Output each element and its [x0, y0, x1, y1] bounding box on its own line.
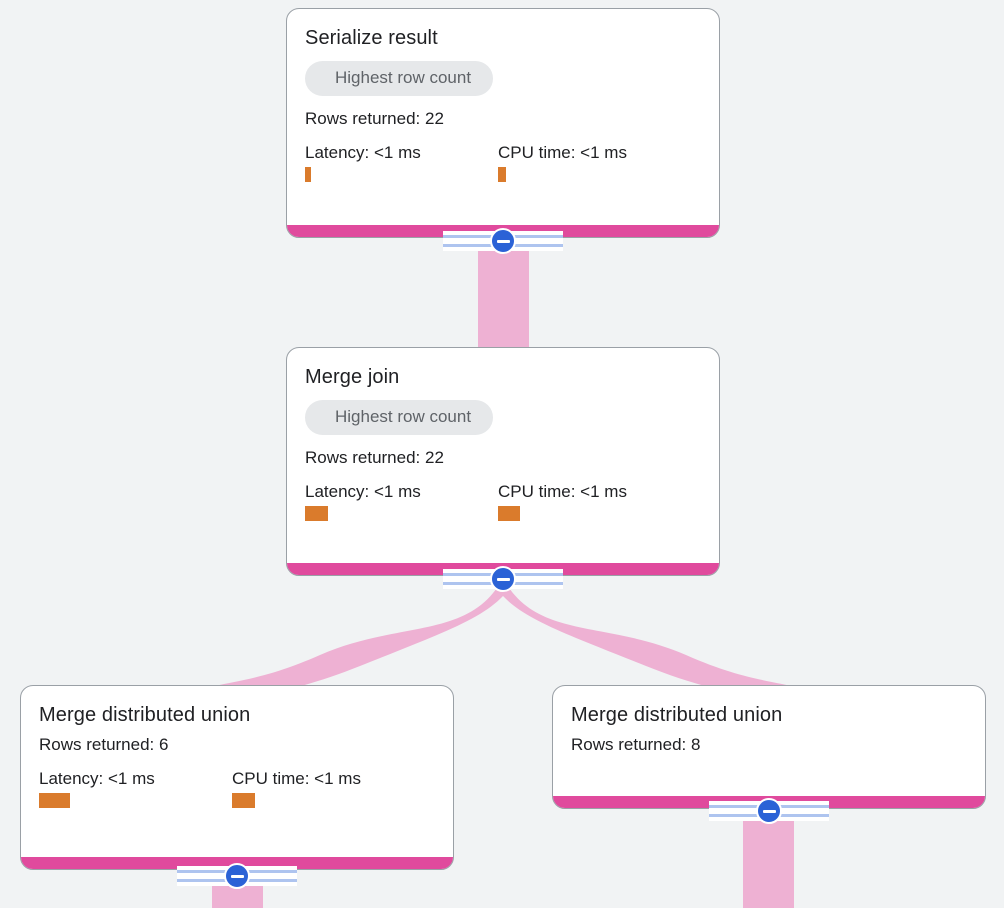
minus-icon[interactable]: [756, 798, 782, 824]
node-metrics-row: Latency: <1 ms CPU time: <1 ms: [305, 481, 701, 521]
node-metrics-row: Latency: <1 ms CPU time: <1 ms: [305, 142, 701, 182]
metric-cpu-time-bar: [498, 167, 506, 182]
node-rows-returned: Rows returned: 22: [305, 448, 444, 467]
metric-latency: Latency: <1 ms: [305, 481, 498, 521]
node-body-merge-distributed-union-left: Merge distributed union Rows returned: 6…: [21, 686, 453, 857]
node-body-serialize-result: Serialize result Highest row count Rows …: [287, 9, 719, 225]
edge-mergejoin-to-right-union: [503, 578, 791, 700]
edge-right-union-downward: [743, 812, 794, 908]
metric-cpu-time-label: CPU time: <1 ms: [232, 769, 361, 788]
metric-cpu-time: CPU time: <1 ms: [498, 481, 627, 521]
metric-latency-label: Latency: <1 ms: [305, 482, 421, 501]
node-card-merge-distributed-union-right[interactable]: Merge distributed union Rows returned: 8: [552, 685, 986, 809]
node-title: Merge join: [305, 366, 400, 388]
metric-latency: Latency: <1 ms: [39, 768, 232, 808]
metric-latency-label: Latency: <1 ms: [305, 143, 421, 162]
node-rows-returned: Rows returned: 8: [571, 735, 701, 754]
metric-latency-label: Latency: <1 ms: [39, 769, 155, 788]
metric-cpu-time: CPU time: <1 ms: [232, 768, 361, 808]
node-rows-returned: Rows returned: 22: [305, 109, 444, 128]
node-badge-highest-row-count: Highest row count: [305, 400, 494, 435]
metric-latency-bar: [39, 793, 70, 808]
metric-latency-bar: [305, 506, 328, 521]
edge-serialize-to-mergejoin: [478, 240, 529, 350]
metric-cpu-time-bar: [232, 793, 255, 808]
node-card-merge-distributed-union-left[interactable]: Merge distributed union Rows returned: 6…: [20, 685, 454, 870]
metric-cpu-time-bar: [498, 506, 520, 521]
node-card-merge-join[interactable]: Merge join Highest row count Rows return…: [286, 347, 720, 576]
collapse-toggle-merge-distributed-union-left[interactable]: [177, 863, 297, 889]
minus-icon[interactable]: [490, 228, 516, 254]
edge-mergejoin-to-left-union: [215, 578, 503, 700]
node-rows-returned: Rows returned: 6: [39, 735, 169, 754]
node-badge-highest-row-count: Highest row count: [305, 61, 494, 96]
metric-latency-bar: [305, 167, 311, 182]
node-title: Serialize result: [305, 27, 438, 49]
collapse-toggle-merge-distributed-union-right[interactable]: [709, 798, 829, 824]
node-metrics-row: Latency: <1 ms CPU time: <1 ms: [39, 768, 435, 808]
metric-cpu-time-label: CPU time: <1 ms: [498, 482, 627, 501]
node-title: Merge distributed union: [571, 704, 783, 726]
node-card-serialize-result[interactable]: Serialize result Highest row count Rows …: [286, 8, 720, 238]
metric-cpu-time: CPU time: <1 ms: [498, 142, 627, 182]
collapse-toggle-merge-join[interactable]: [443, 566, 563, 592]
node-title: Merge distributed union: [39, 704, 251, 726]
node-body-merge-distributed-union-right: Merge distributed union Rows returned: 8: [553, 686, 985, 796]
collapse-toggle-serialize-result[interactable]: [443, 228, 563, 254]
minus-icon[interactable]: [490, 566, 516, 592]
minus-icon[interactable]: [224, 863, 250, 889]
metric-latency: Latency: <1 ms: [305, 142, 498, 182]
metric-cpu-time-label: CPU time: <1 ms: [498, 143, 627, 162]
node-body-merge-join: Merge join Highest row count Rows return…: [287, 348, 719, 563]
